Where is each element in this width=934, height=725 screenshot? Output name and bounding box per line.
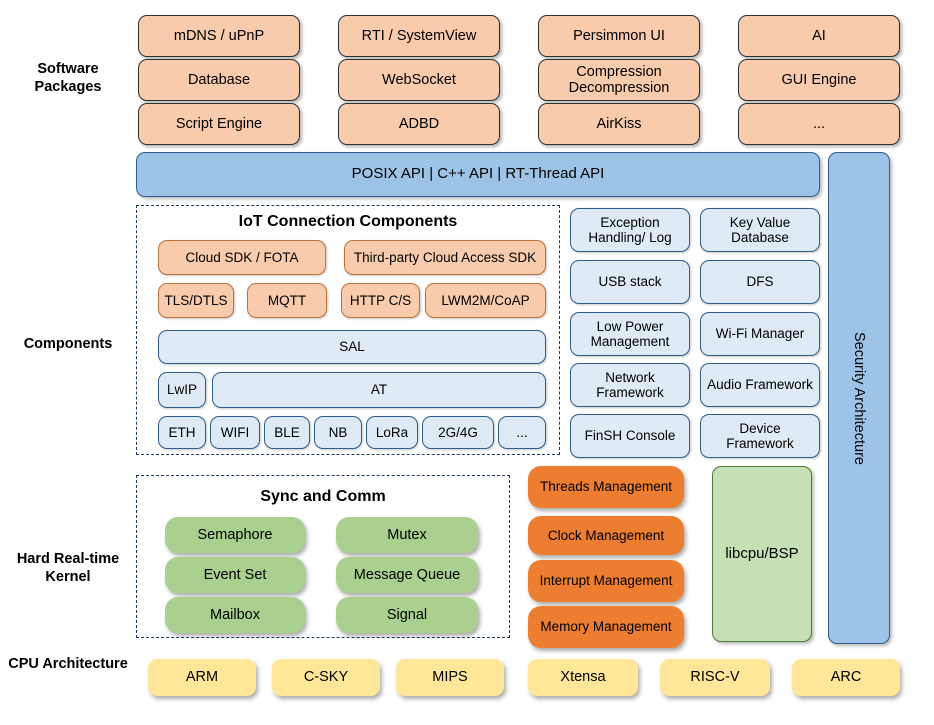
package-box[interactable]: ADBD xyxy=(338,103,500,145)
lwip-box[interactable]: LwIP xyxy=(158,372,206,408)
link-box[interactable]: NB xyxy=(314,416,362,449)
row-label-software-packages: Software Packages xyxy=(34,61,102,96)
link-box[interactable]: 2G/4G xyxy=(422,416,494,449)
sync-box[interactable]: Mailbox xyxy=(165,597,305,633)
package-box[interactable]: WebSocket xyxy=(338,59,500,101)
kernel-management-box[interactable]: Interrupt Management xyxy=(528,560,684,602)
component-box[interactable]: FinSH Console xyxy=(570,414,690,458)
component-box[interactable]: DFS xyxy=(700,260,820,304)
row-label-components: Components xyxy=(23,336,113,352)
package-box[interactable]: ... xyxy=(738,103,900,145)
iot-protocol-box[interactable]: LWM2M/CoAP xyxy=(425,283,546,318)
cpu-arch-box[interactable]: Xtensa xyxy=(528,659,638,696)
component-box[interactable]: Exception Handling/ Log xyxy=(570,208,690,252)
iot-protocol-box[interactable]: MQTT xyxy=(247,283,327,318)
row-label-cpu: CPU Architecture xyxy=(8,656,128,672)
cpu-arch-box[interactable]: MIPS xyxy=(396,659,504,696)
iot-protocol-box[interactable]: TLS/DTLS xyxy=(158,283,234,318)
package-box[interactable]: RTI / SystemView xyxy=(338,15,500,57)
sync-box[interactable]: Semaphore xyxy=(165,517,305,553)
cpu-arch-box[interactable]: C-SKY xyxy=(272,659,380,696)
kernel-management-box[interactable]: Threads Management xyxy=(528,466,684,508)
package-box[interactable]: Database xyxy=(138,59,300,101)
iot-protocol-box[interactable]: HTTP C/S xyxy=(341,283,420,318)
sync-box[interactable]: Message Queue xyxy=(336,557,478,593)
package-box[interactable]: Persimmon UI xyxy=(538,15,700,57)
sync-comm-group xyxy=(136,475,510,638)
cpu-arch-box[interactable]: ARC xyxy=(792,659,900,696)
package-box[interactable]: AI xyxy=(738,15,900,57)
api-bar[interactable]: POSIX API | C++ API | RT-Thread API xyxy=(136,152,820,197)
package-box[interactable]: Compression Decompression xyxy=(538,59,700,101)
package-box[interactable]: Script Engine xyxy=(138,103,300,145)
cpu-arch-box[interactable]: RISC-V xyxy=(660,659,770,696)
link-box[interactable]: BLE xyxy=(264,416,310,449)
package-box[interactable]: mDNS / uPnP xyxy=(138,15,300,57)
sal-box[interactable]: SAL xyxy=(158,330,546,364)
iot-cloud-box[interactable]: Cloud SDK / FOTA xyxy=(158,240,326,275)
component-box[interactable]: USB stack xyxy=(570,260,690,304)
iot-connection-group xyxy=(136,205,560,455)
security-architecture-label: Security Architecture xyxy=(851,331,868,465)
libcpu-bsp-box[interactable]: libcpu/BSP xyxy=(712,466,812,642)
sync-box[interactable]: Event Set xyxy=(165,557,305,593)
link-box[interactable]: LoRa xyxy=(366,416,418,449)
iot-cloud-box[interactable]: Third-party Cloud Access SDK xyxy=(344,240,546,275)
component-box[interactable]: Wi-Fi Manager xyxy=(700,312,820,356)
row-label-kernel: Hard Real-time Kernel xyxy=(16,551,120,586)
link-box[interactable]: ... xyxy=(498,416,546,449)
component-box[interactable]: Network Framework xyxy=(570,363,690,407)
component-box[interactable]: Key Value Database xyxy=(700,208,820,252)
sync-box[interactable]: Mutex xyxy=(336,517,478,553)
kernel-management-box[interactable]: Clock Management xyxy=(528,516,684,555)
kernel-management-box[interactable]: Memory Management xyxy=(528,606,684,648)
cpu-arch-box[interactable]: ARM xyxy=(148,659,256,696)
package-box[interactable]: GUI Engine xyxy=(738,59,900,101)
iot-connection-title: IoT Connection Components xyxy=(238,213,458,230)
component-box[interactable]: Device Framework xyxy=(700,414,820,458)
link-box[interactable]: ETH xyxy=(158,416,206,449)
at-box[interactable]: AT xyxy=(212,372,546,408)
sync-comm-title: Sync and Comm xyxy=(260,488,386,505)
component-box[interactable]: Low Power Management xyxy=(570,312,690,356)
sync-box[interactable]: Signal xyxy=(336,597,478,633)
package-box[interactable]: AirKiss xyxy=(538,103,700,145)
component-box[interactable]: Audio Framework xyxy=(700,363,820,407)
security-architecture-bar[interactable]: Security Architecture xyxy=(828,152,890,644)
link-box[interactable]: WIFI xyxy=(210,416,260,449)
